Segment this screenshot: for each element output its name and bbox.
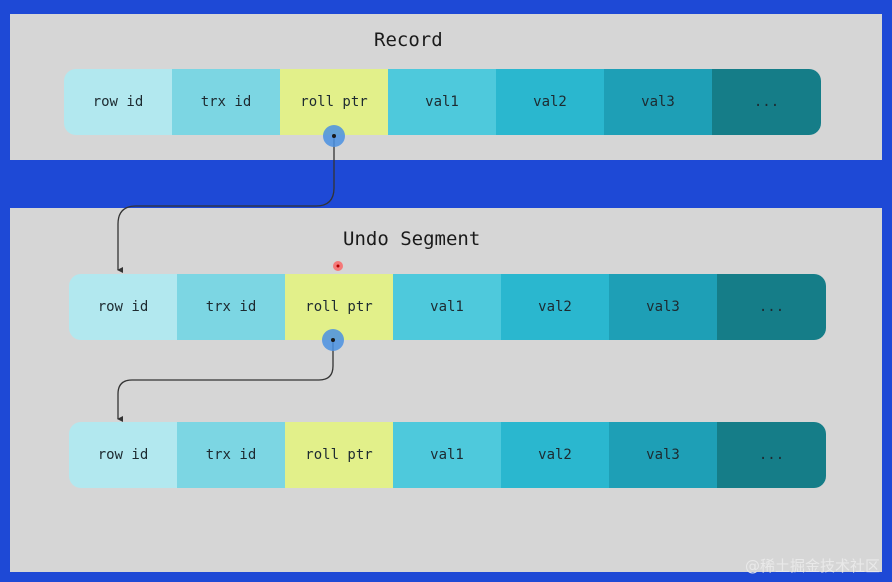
undo-row-2: row id trx id roll ptr val1 val2 val3 ..… xyxy=(69,422,826,488)
record-val1-cell: val1 xyxy=(388,69,496,135)
undo-row-2-val1-cell: val1 xyxy=(393,422,501,488)
undo-row-1: row id trx id roll ptr val1 val2 val3 ..… xyxy=(69,274,826,340)
watermark: @稀土掘金技术社区 xyxy=(744,557,880,575)
undo-row-1-row-id-cell: row id xyxy=(69,274,177,340)
record-more-cell: ... xyxy=(712,69,821,135)
record-row: row id trx id roll ptr val1 val2 val3 ..… xyxy=(64,69,821,135)
undo-row-1-val2-cell: val2 xyxy=(501,274,609,340)
undo-row-1-val3-cell: val3 xyxy=(609,274,717,340)
undo-row-2-val2-cell: val2 xyxy=(501,422,609,488)
undo-row-1-val1-cell: val1 xyxy=(393,274,501,340)
undo-row-2-more-cell: ... xyxy=(717,422,826,488)
undo-row-1-roll-ptr-cell: roll ptr xyxy=(285,274,393,340)
undo-row-2-trx-id-cell: trx id xyxy=(177,422,285,488)
undo-roll-ptr-arrow xyxy=(117,341,334,422)
record-title: Record xyxy=(374,29,443,51)
cursor-dot-center xyxy=(336,264,340,268)
undo-row-2-roll-ptr-cell: roll ptr xyxy=(285,422,393,488)
record-row-id-cell: row id xyxy=(64,69,172,135)
record-roll-ptr-dot-center xyxy=(332,134,336,138)
record-roll-ptr-cell: roll ptr xyxy=(280,69,388,135)
record-val2-cell: val2 xyxy=(496,69,604,135)
record-panel: Record row id trx id roll ptr val1 val2 … xyxy=(10,14,882,160)
record-val3-cell: val3 xyxy=(604,69,712,135)
undo-segment-panel: Undo Segment row id trx id roll ptr val1… xyxy=(10,208,882,572)
record-trx-id-cell: trx id xyxy=(172,69,280,135)
undo-row-1-trx-id-cell: trx id xyxy=(177,274,285,340)
record-roll-ptr-arrow xyxy=(117,137,335,273)
undo-row-1-more-cell: ... xyxy=(717,274,826,340)
undo-segment-title: Undo Segment xyxy=(343,228,481,250)
undo-row-2-val3-cell: val3 xyxy=(609,422,717,488)
undo-roll-ptr-dot-center xyxy=(331,338,335,342)
undo-row-2-row-id-cell: row id xyxy=(69,422,177,488)
